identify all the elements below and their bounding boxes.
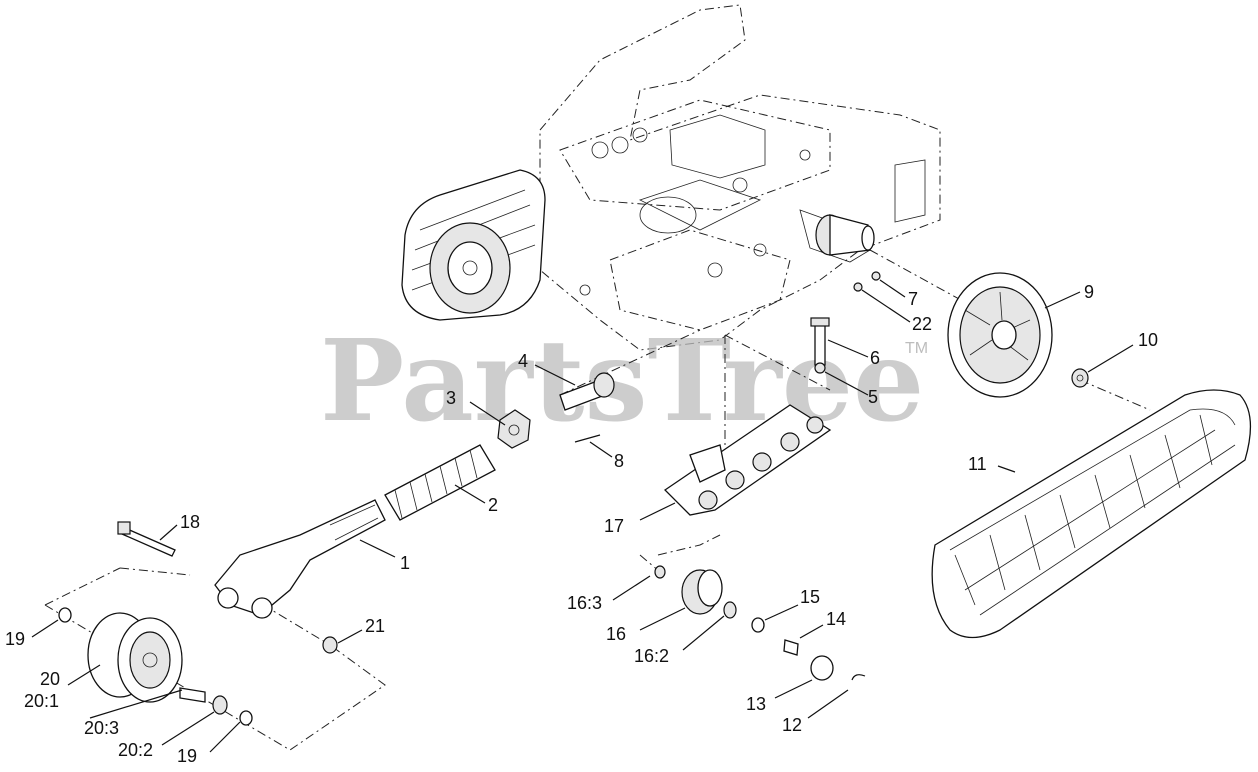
lock-nut [322,636,338,654]
small-bolt [574,434,601,443]
idler-pin [559,372,615,411]
callout-7: 7 [908,289,918,309]
callout-16-3: 16:3 [567,593,602,613]
callout-17: 17 [604,516,624,536]
flat-washer-15 [751,617,765,633]
shoulder-bolt [783,639,799,656]
square-nut [497,409,531,449]
idler-arm [214,499,386,619]
callout-16: 16 [606,624,626,644]
roller-seal [654,565,666,579]
chassis-frame [539,4,941,351]
left-track-assembly [401,169,546,321]
callout-18: 18 [180,512,200,532]
washer-19-left [58,607,72,623]
callout-3: 3 [446,388,456,408]
callout-16-2: 16:2 [634,646,669,666]
mounting-bolt [810,317,830,366]
wheel-nut [1071,368,1089,388]
wheel-bearing [212,695,228,715]
leader-lines [31,279,1134,753]
watermark-trademark: TM [905,340,928,357]
retaining-ring [851,674,866,681]
wheel-spacer [179,687,206,703]
spacer-7 [871,271,881,281]
drive-spindle [815,214,875,256]
callout-1: 1 [400,553,410,573]
callout-19-right: 19 [177,746,197,766]
callout-8: 8 [614,451,624,471]
callout-10: 10 [1138,330,1158,350]
callout-12: 12 [782,715,802,735]
spacer-22 [853,282,863,292]
callout-labels: 1 2 3 4 5 6 7 8 9 10 11 12 13 14 15 16 1… [5,282,1158,766]
tension-spring [384,444,496,521]
drive-wheel [947,272,1053,398]
callout-20: 20 [40,669,60,689]
callout-2: 2 [488,495,498,515]
bogie-frame [663,404,832,516]
callout-13: 13 [746,694,766,714]
callout-14: 14 [826,609,846,629]
right-track [931,389,1252,639]
callout-19-left: 19 [5,629,25,649]
callout-22: 22 [912,314,932,334]
axle-bolt [117,521,176,557]
bogie-roller [681,569,723,615]
mounting-washer [814,362,826,374]
callout-15: 15 [800,587,820,607]
washer-19-right [239,710,253,726]
roller-bearing [723,601,737,619]
callout-5: 5 [868,387,878,407]
assembly-paths [44,249,1151,751]
callout-11: 11 [968,454,987,474]
callout-4: 4 [518,351,528,371]
idler-wheel-assembly [87,612,183,703]
watermark-logo: PartsTree [320,316,924,447]
callout-20-2: 20:2 [118,740,153,760]
callout-6: 6 [870,348,880,368]
callout-20-1: 20:1 [24,691,59,711]
callout-21: 21 [365,616,385,636]
callout-20-3: 20:3 [84,718,119,738]
roller-cap [810,655,834,681]
callout-9: 9 [1084,282,1094,302]
